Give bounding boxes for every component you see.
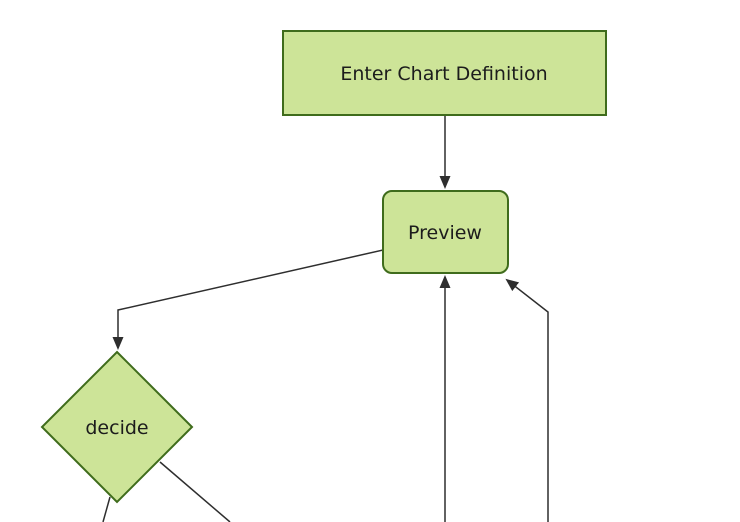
node-enter-chart-definition: Enter Chart Definition: [282, 30, 607, 116]
decide-label: decide: [85, 417, 148, 439]
node-decide: decide: [40, 350, 194, 504]
enter-chart-definition-label: Enter Chart Definition: [340, 63, 547, 85]
enter-chart-definition-box: [282, 30, 607, 116]
edge-decide-to-offscreen-bottom: [159, 461, 231, 522]
edge-preview-to-decide: [112, 249, 384, 350]
edge-offscreen-bottom-right-to-preview: [505, 278, 549, 522]
decide-diamond: [40, 350, 194, 504]
preview-box: [382, 190, 509, 274]
edge-decide-to-offscreen-bottom-left: [102, 496, 111, 522]
node-preview: Preview: [382, 190, 509, 274]
preview-label: Preview: [408, 222, 482, 244]
edge-layer: [102, 115, 549, 522]
